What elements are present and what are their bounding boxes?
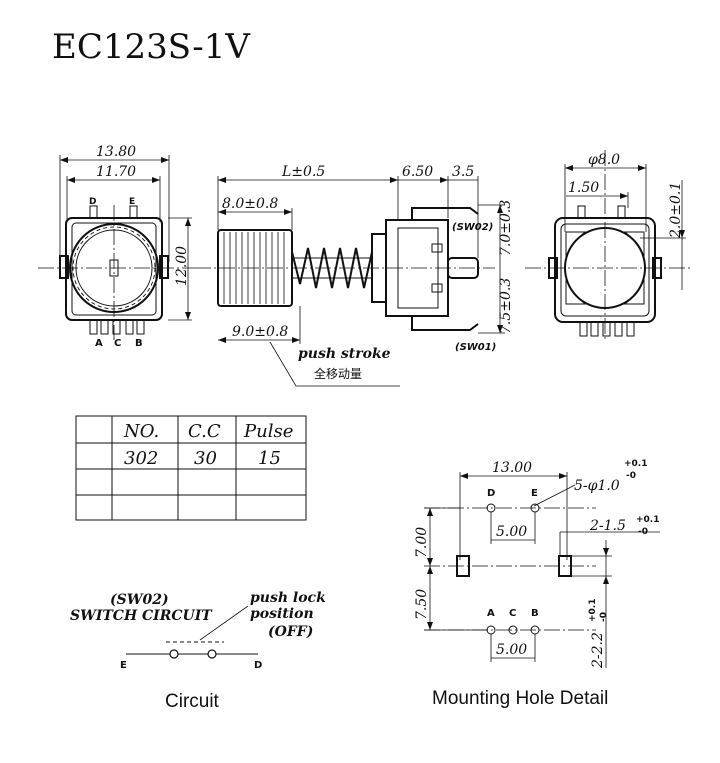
mount-slot-note: 2-1.5: [589, 518, 626, 534]
mount-slot-tol-plus: +0.1: [636, 515, 659, 525]
table-header-cc: C.C: [188, 421, 221, 442]
mount-pin-c-label: C: [509, 608, 516, 619]
table-cell-pulse: 15: [258, 448, 281, 469]
circuit-off: (OFF): [268, 624, 313, 640]
rear-dim-offset: 1.50: [568, 180, 599, 196]
part-number-title: EC123S-1V: [52, 27, 251, 67]
rear-dim-diameter: φ8.0: [588, 152, 620, 168]
side-dim-upper: 7.0±0.3: [498, 200, 514, 256]
mount-hole-tol-minus: -0: [626, 471, 636, 481]
mount-caption: Mounting Hole Detail: [432, 688, 608, 709]
side-sw01-label: (SW01): [455, 342, 496, 353]
mounting-hole-detail: 13.00 5-φ1.0 +0.1 -0 2-1.5 +0.1 -0 D E 5…: [414, 459, 660, 709]
front-dim-height: 12.00: [174, 246, 190, 286]
side-view: L±0.5 6.50 3.5 8.0±0.8: [195, 164, 514, 387]
mount-dim-lower: 7.50: [414, 589, 430, 620]
front-pin-b-label: B: [135, 338, 143, 349]
front-dim-overall-width: 13.80: [96, 144, 136, 160]
spec-table: NO. C.C Pulse 302 30 15: [75, 415, 307, 521]
rear-dim-vertical: 2.0±0.1: [668, 182, 684, 239]
side-dim-stroke: 9.0±0.8: [232, 324, 288, 340]
side-sw02-label: (SW02): [452, 222, 493, 233]
side-dim-knob: 8.0±0.8: [222, 196, 278, 212]
side-dim-lower: 7.5±0.3: [498, 278, 514, 334]
mount-dim-width: 13.00: [492, 460, 532, 476]
mount-pin-b-label: B: [531, 608, 539, 619]
side-dim-pin: 3.5: [452, 164, 474, 180]
mount-slot-vertical-tol-minus: -0: [599, 612, 609, 622]
front-pin-c-label: C: [114, 338, 121, 349]
switch-circuit: (SW02) SWITCH CIRCUIT push lock position…: [70, 590, 326, 712]
front-dim-inner-width: 11.70: [96, 164, 136, 180]
mount-pitch-bottom: 5.00: [496, 642, 527, 658]
circuit-title: SWITCH CIRCUIT: [70, 608, 213, 624]
front-view: 13.80 11.70 D E 12.00: [38, 144, 195, 349]
push-stroke-label: push stroke: [298, 346, 391, 362]
mount-slot-vertical-tol-plus: +0.1: [588, 599, 598, 622]
table-header-no: NO.: [123, 421, 159, 442]
circuit-position: position: [250, 606, 314, 622]
front-pin-a-label: A: [95, 338, 103, 349]
push-stroke-cn-label: 全移动量: [314, 366, 362, 381]
mount-pin-a-label: A: [487, 608, 495, 619]
table-header-pulse: Pulse: [243, 421, 293, 442]
front-pin-e-label: E: [129, 197, 135, 207]
side-dim-body: 6.50: [402, 164, 433, 180]
mount-hole-tol-plus: +0.1: [624, 459, 647, 469]
mount-pitch-top: 5.00: [496, 524, 527, 540]
mount-pin-d-label: D: [487, 488, 495, 499]
table-cell-no: 302: [124, 448, 158, 469]
mount-slot-vertical: 2-2.2: [590, 632, 606, 669]
circuit-push-lock: push lock: [250, 590, 326, 606]
circuit-caption: Circuit: [165, 691, 220, 712]
circuit-end-d: D: [254, 660, 262, 671]
mount-hole-note: 5-φ1.0: [574, 478, 620, 494]
table-cell-cc: 30: [194, 448, 217, 469]
mount-pin-e-label: E: [531, 488, 538, 499]
knurl-lines: [223, 232, 285, 304]
circuit-sw-label: (SW02): [110, 592, 169, 608]
mount-dim-upper: 7.00: [414, 527, 430, 558]
front-pin-d-label: D: [89, 197, 96, 207]
rear-view: φ8.0 1.50 2.0±0.1: [525, 150, 690, 340]
circuit-end-e: E: [120, 660, 127, 671]
side-dim-length: L±0.5: [281, 164, 325, 180]
